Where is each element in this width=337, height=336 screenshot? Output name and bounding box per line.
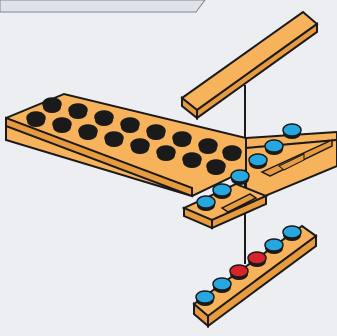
stud-blue xyxy=(230,169,250,185)
stud-blue xyxy=(264,238,284,254)
stud-black xyxy=(182,152,202,168)
stud-blue xyxy=(212,183,232,199)
stud-black xyxy=(120,117,140,133)
stud-black xyxy=(198,138,218,154)
stud-black xyxy=(130,138,150,154)
stud-black xyxy=(146,124,166,140)
stud-black xyxy=(172,131,192,147)
long-tile xyxy=(180,10,319,121)
stud-blue xyxy=(282,123,302,139)
studs-layer xyxy=(26,97,302,306)
stud-blue xyxy=(264,139,284,155)
stud-black xyxy=(206,159,226,175)
stud-black xyxy=(68,103,88,119)
stud-blue xyxy=(248,153,268,169)
stud-black xyxy=(26,111,46,127)
stud-black xyxy=(78,124,98,140)
stud-black xyxy=(94,110,114,126)
header-tab xyxy=(0,0,206,13)
studded-plate-1x6 xyxy=(192,224,318,329)
small-jumper-plate xyxy=(181,182,269,230)
stud-red xyxy=(229,264,249,280)
stud-black xyxy=(156,145,176,161)
stud-blue xyxy=(196,195,216,211)
stud-black xyxy=(52,117,72,133)
stud-blue xyxy=(212,277,232,293)
stud-black xyxy=(104,131,124,147)
stud-black xyxy=(42,97,62,113)
stud-black xyxy=(222,145,242,161)
stud-blue xyxy=(195,290,215,306)
stud-red xyxy=(247,251,267,267)
stud-blue xyxy=(282,225,302,241)
